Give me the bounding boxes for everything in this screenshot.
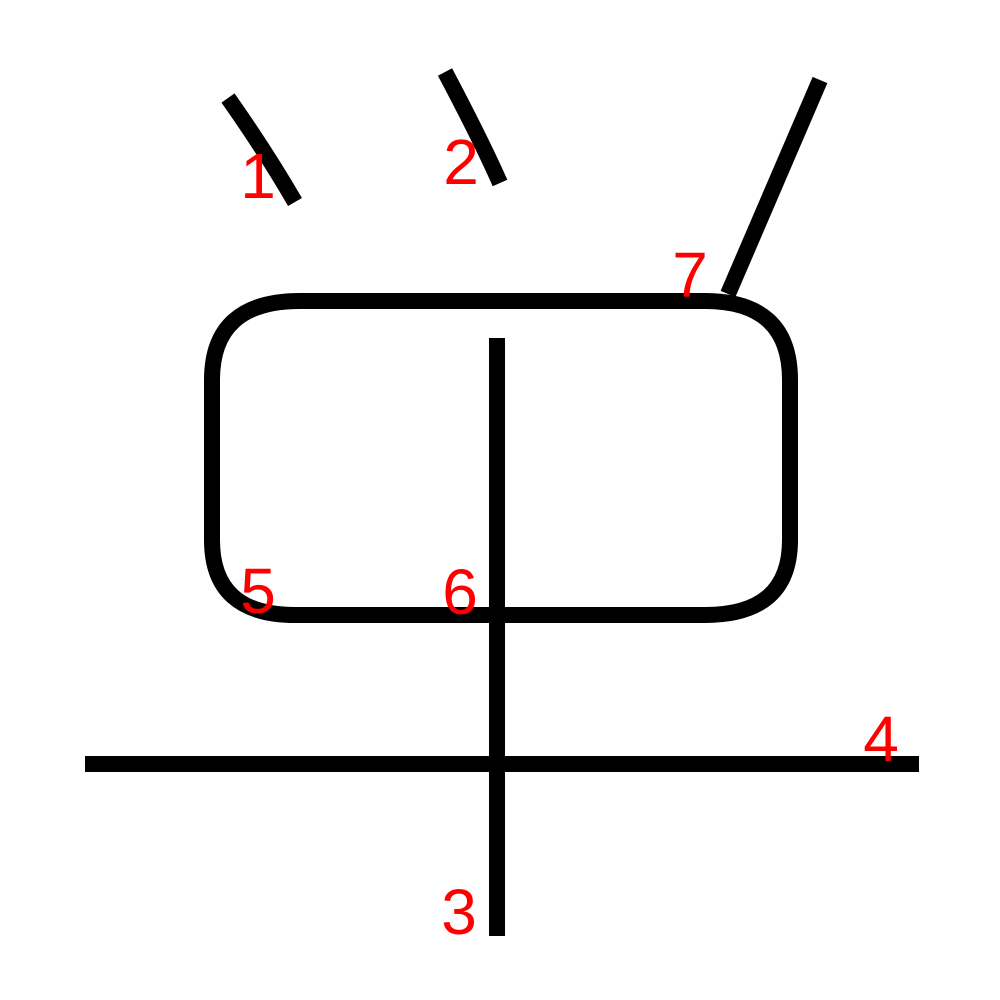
- stroke-label-5: 5: [240, 555, 276, 627]
- stroke-2: [437, 68, 508, 187]
- stroke-label-4: 4: [863, 703, 899, 775]
- stroke-label-2: 2: [443, 126, 479, 198]
- stroke-label-7: 7: [672, 239, 708, 311]
- stroke-5: [204, 293, 798, 623]
- stroke-label-3: 3: [441, 876, 477, 948]
- stroke-label-1: 1: [240, 140, 276, 212]
- stroke-1: [221, 93, 302, 207]
- stroke-label-6: 6: [442, 556, 478, 628]
- stroke-7: [720, 76, 828, 298]
